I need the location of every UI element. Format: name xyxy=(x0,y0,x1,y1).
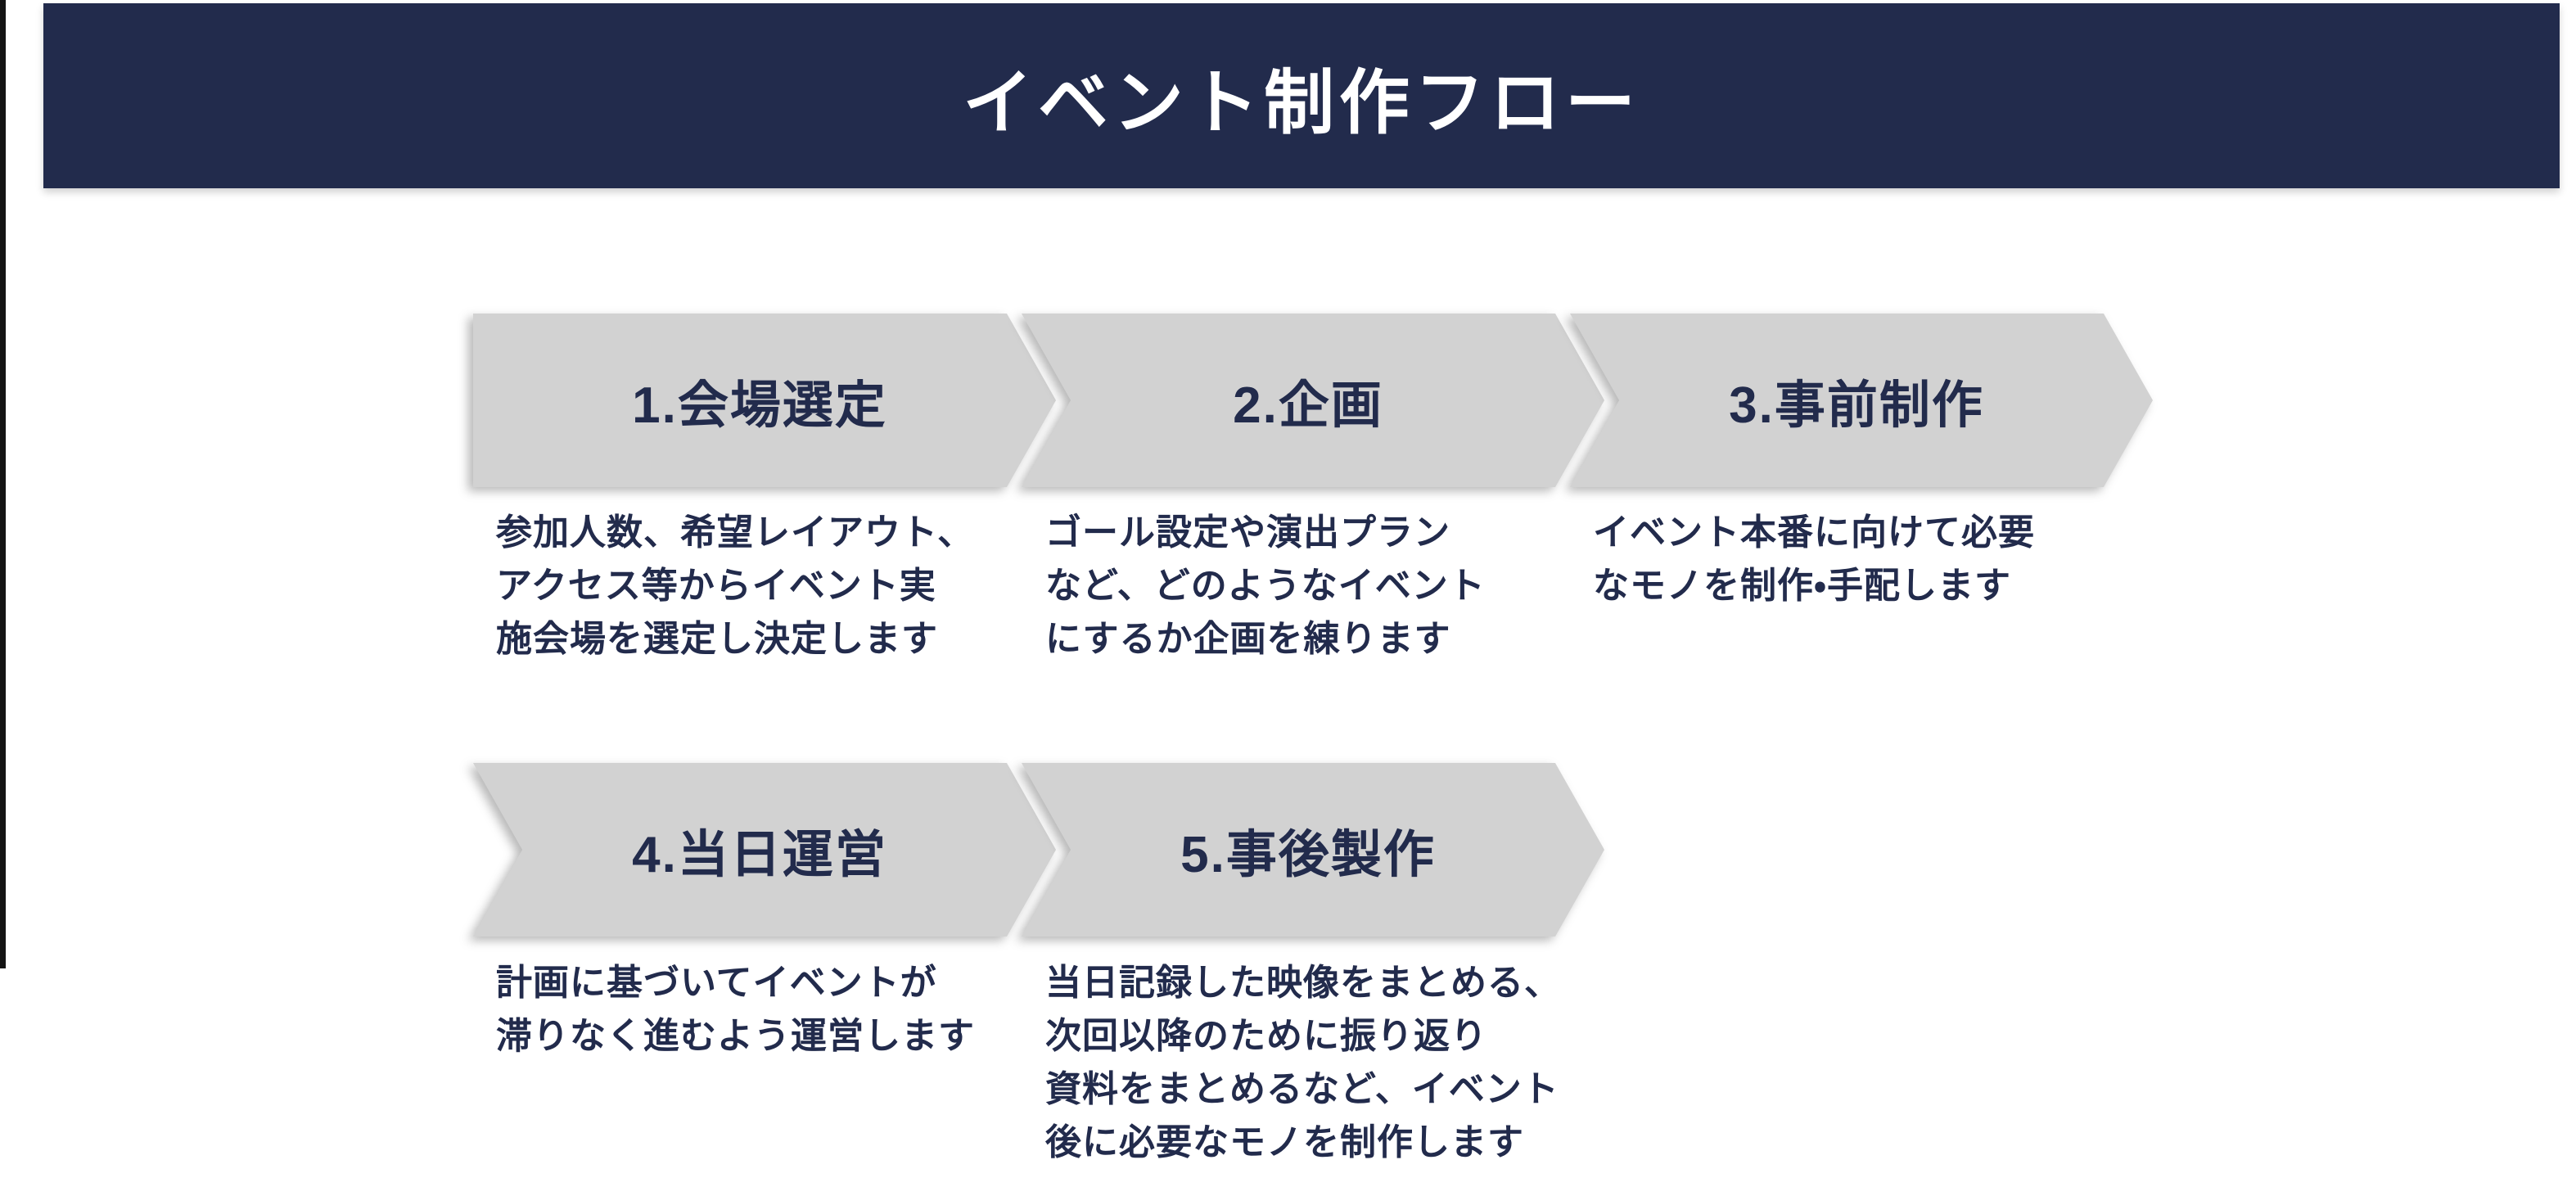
step-5-chevron: 5.事後製作 xyxy=(1022,763,1604,937)
step-1-title: 1.会場選定 xyxy=(632,377,887,434)
step-4-chevron: 4.当日運営 xyxy=(473,763,1056,937)
step-1-shape: 1.会場選定 xyxy=(473,314,1056,487)
step-5-title: 5.事後製作 xyxy=(1180,827,1436,883)
step-5-shape: 5.事後製作 xyxy=(1022,763,1604,937)
step-4-description: 計画に基づいてイベントが 滞りなく進むよう運営します xyxy=(496,963,975,1056)
step-2-description: ゴール設定や演出プラン など、どのようなイベント にするか企画を練ります xyxy=(1045,512,1486,659)
step-2-shape: 2.企画 xyxy=(1022,314,1604,487)
step-3-description: イベント本番に向けて必要 なモノを制作・手配します xyxy=(1593,512,2035,606)
step-4-title: 4.当日運営 xyxy=(632,827,887,883)
step-2-chevron: 2.企画 xyxy=(1022,314,1604,487)
step-2-title: 2.企画 xyxy=(1233,377,1383,434)
left-edge-strip xyxy=(0,0,6,968)
page-header: イベント制作フロー xyxy=(43,3,2560,188)
step-3-shape: 3.事前制作 xyxy=(1570,314,2153,487)
page-title: イベント制作フロー xyxy=(963,63,1640,142)
step-1-description: 参加人数、希望レイアウト、 アクセス等からイベント実 施会場を選定し決定します xyxy=(496,512,975,659)
step-4-shape: 4.当日運営 xyxy=(473,763,1056,937)
step-1-chevron: 1.会場選定 xyxy=(473,314,1056,487)
step-3-title: 3.事前制作 xyxy=(1729,377,1984,434)
step-3-chevron: 3.事前制作 xyxy=(1570,314,2153,487)
step-5-description: 当日記録した映像をまとめる、 次回以降のために振り返り 資料をまとめるなど、イベ… xyxy=(1045,963,1561,1162)
